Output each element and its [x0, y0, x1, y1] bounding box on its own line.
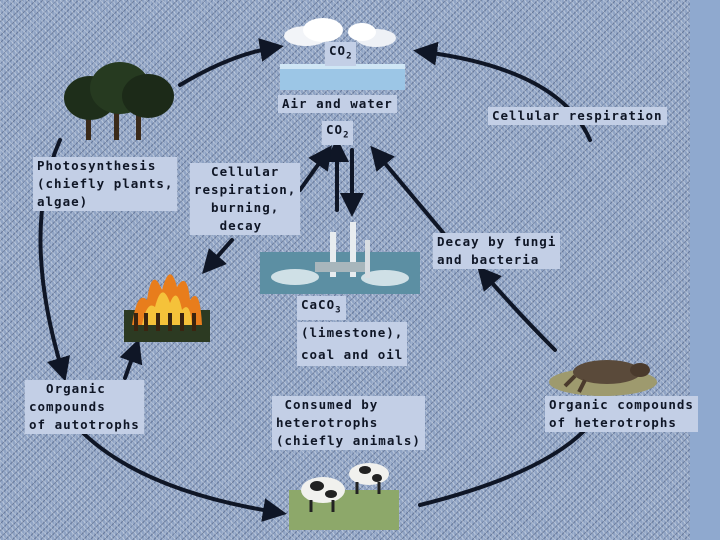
arrow-resp-to-fire [202, 238, 234, 275]
clouds-and-water-image [280, 18, 405, 90]
limestone-label: (limestone), coal and oil [297, 322, 408, 366]
refinery-image [260, 222, 420, 294]
arrow-heterotroph-resp-to-air [413, 41, 592, 142]
arrow-resp-to-co2 [298, 145, 332, 192]
photosynthesis-label: Photosynthesis (chiefly plants, algae) [33, 157, 178, 211]
co2-top-label: CO2 [325, 42, 357, 66]
fire-image [124, 274, 210, 342]
right-edge-strip [690, 0, 720, 540]
arrow-decay-to-co2 [370, 145, 447, 237]
arrow-autotrophs-to-fire [119, 338, 143, 380]
organic-heterotrophs-label: Organic compounds of heterotrophs [545, 396, 698, 432]
dead-animal-image [549, 360, 657, 396]
cellular-respiration-burning-label: Cellular respiration, burning, decay [190, 163, 301, 235]
co2-mid-label: CO2 [322, 121, 354, 145]
cows-image [289, 463, 399, 530]
decay-fungi-label: Decay by fungi and bacteria [433, 233, 561, 269]
arrow-heterotrophs-to-decay [477, 265, 557, 352]
air-and-water-label: Air and water [278, 95, 397, 113]
trees-image [64, 62, 174, 140]
caco3-label: CaCO3 [297, 296, 346, 320]
cellular-respiration-label: Cellular respiration [488, 107, 667, 125]
arrow-photosynthesis-to-air [178, 38, 284, 87]
line-bottom-right [418, 428, 587, 507]
consumed-heterotrophs-label: Consumed by heterotrophs (chiefly animal… [272, 396, 425, 450]
line-bottom-left [78, 428, 287, 522]
organic-autotrophs-label: Organic compounds of autotrophs [25, 380, 144, 434]
